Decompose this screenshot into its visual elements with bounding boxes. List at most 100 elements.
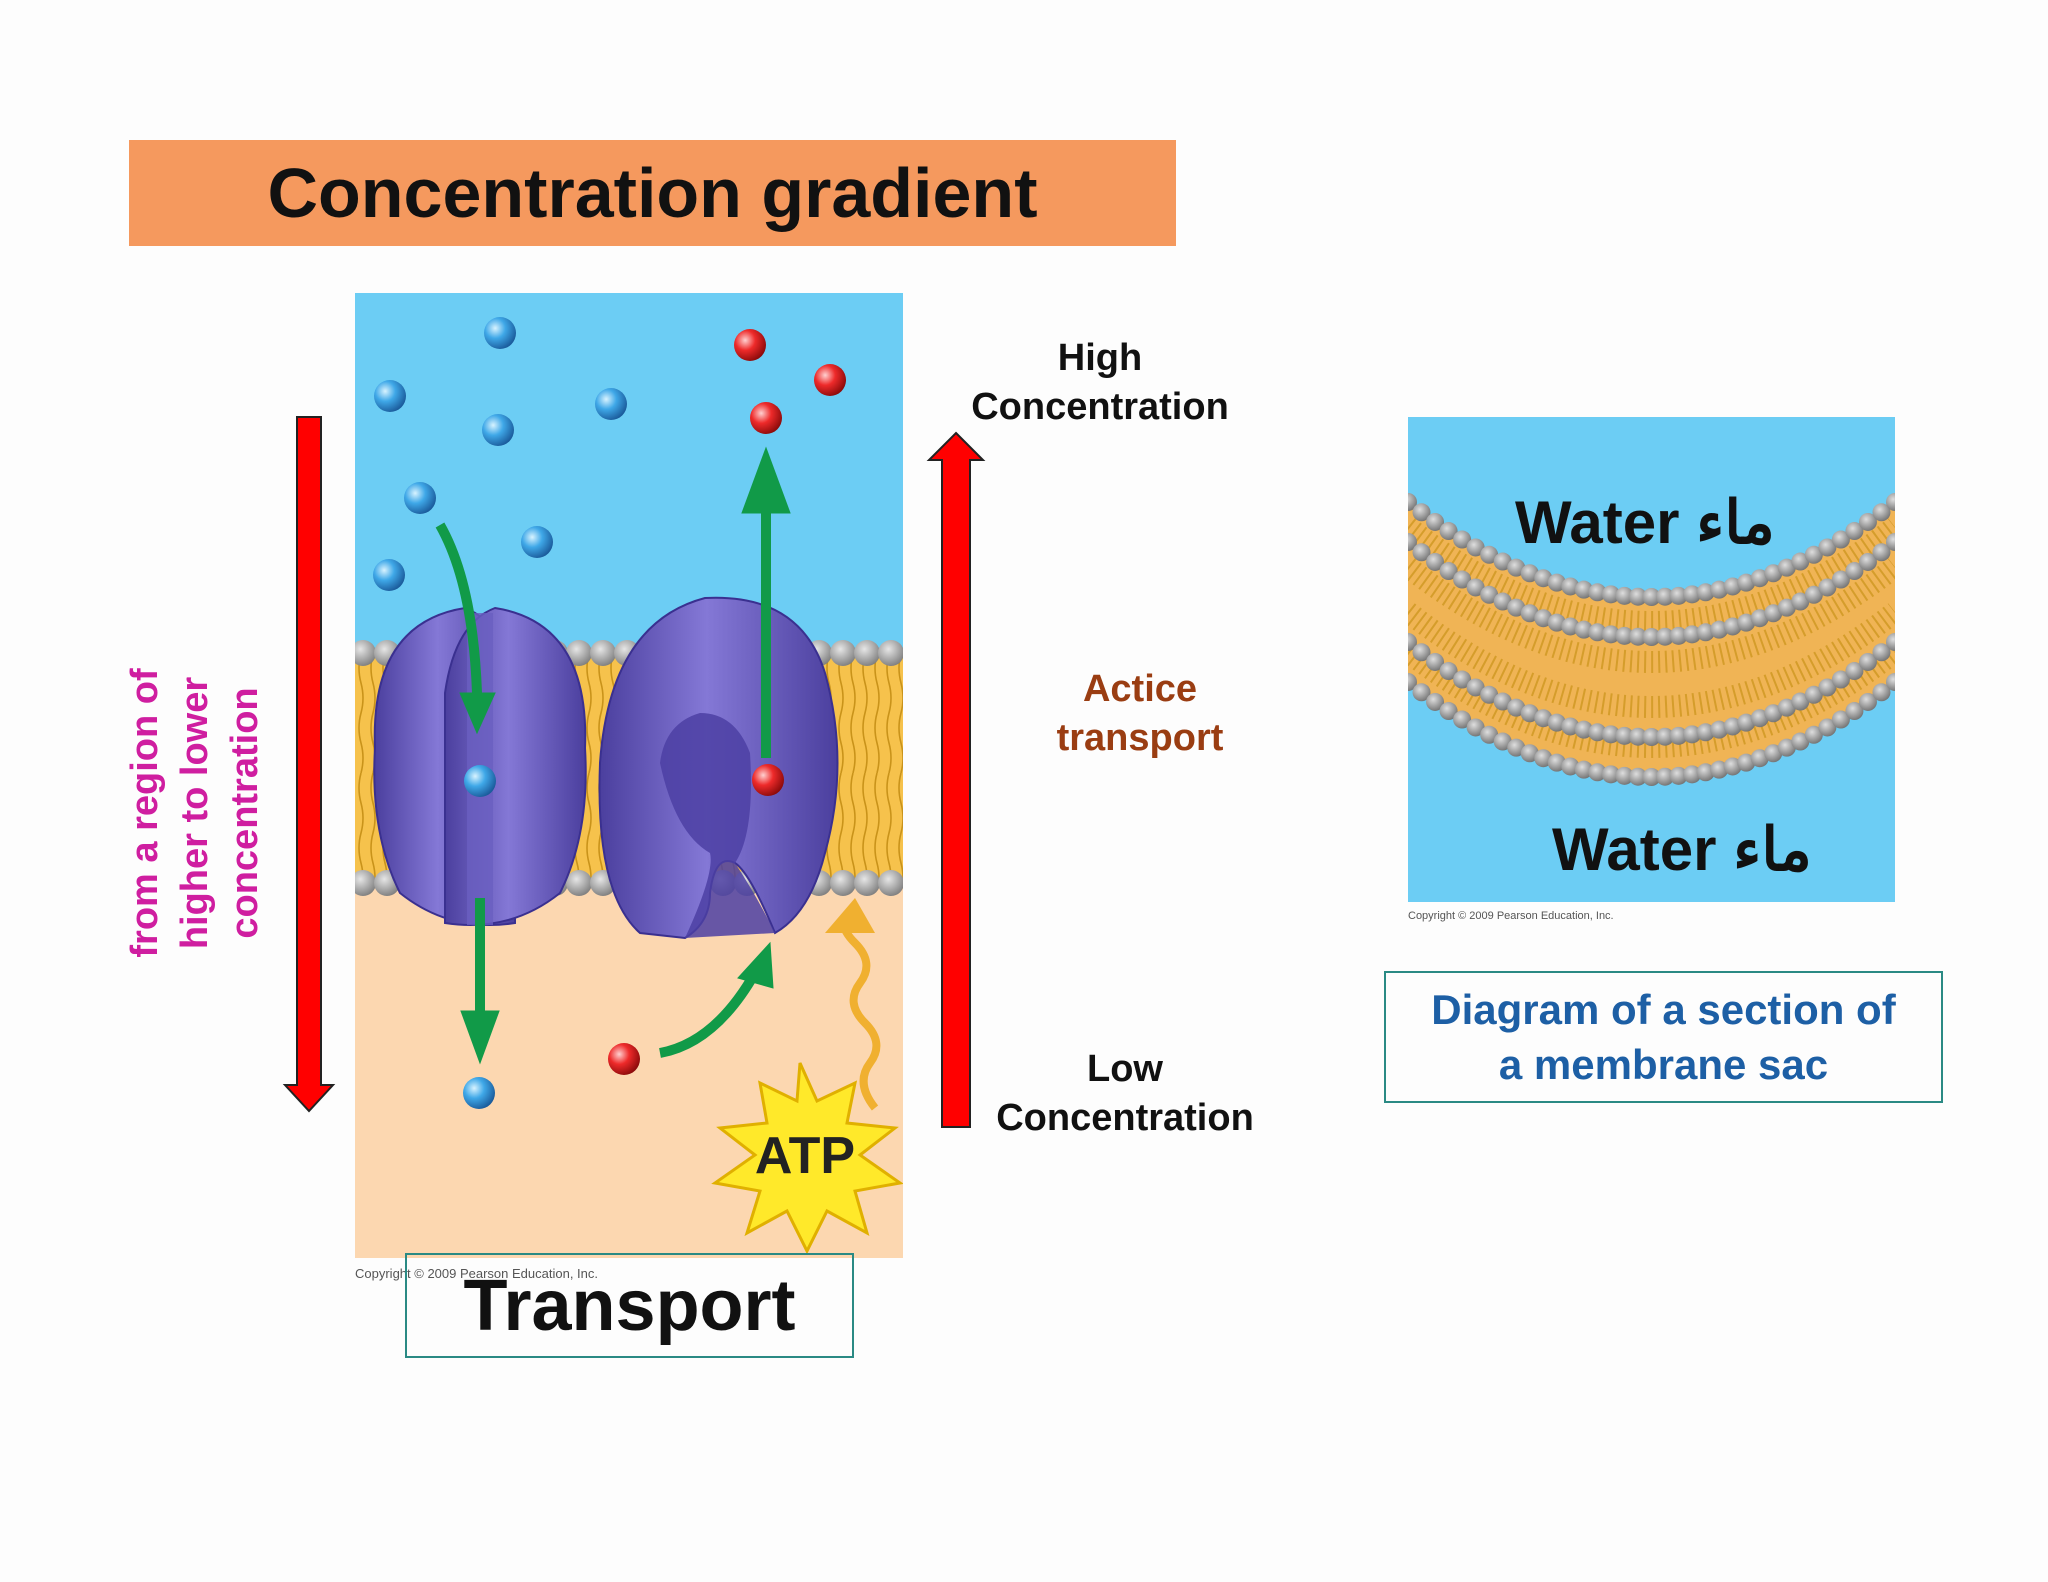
phospholipid-head bbox=[1574, 720, 1593, 739]
phospholipid-head bbox=[355, 640, 376, 666]
phospholipid-head bbox=[566, 640, 592, 666]
phospholipid-head bbox=[1547, 573, 1566, 592]
diffusion-arrows bbox=[435, 522, 500, 1065]
left-label-line-3: concentration bbox=[224, 687, 266, 939]
phospholipid-head bbox=[830, 870, 856, 896]
phospholipid-head bbox=[1534, 609, 1553, 628]
phospholipid-head bbox=[1480, 685, 1499, 704]
phospholipid-head bbox=[1480, 585, 1499, 604]
phospholipid-head bbox=[1507, 598, 1526, 617]
phospholipid-head bbox=[1750, 569, 1769, 588]
phospholipid-head bbox=[1601, 725, 1620, 744]
phospholipid-head bbox=[1818, 578, 1837, 597]
phospholipid-head bbox=[1588, 583, 1607, 602]
phospholipid-head bbox=[1710, 620, 1729, 639]
atp-starburst: ATP bbox=[711, 1062, 903, 1255]
phospholipid-head bbox=[1683, 725, 1702, 744]
phospholipid-head bbox=[1561, 717, 1580, 736]
phospholipid-head bbox=[1683, 585, 1702, 604]
phospholipid-head bbox=[1466, 538, 1485, 557]
phospholipid-head bbox=[1439, 522, 1458, 541]
phospholipid-head bbox=[1831, 530, 1850, 549]
phospholipid-head bbox=[1858, 652, 1877, 671]
title-banner: Concentration gradient bbox=[129, 140, 1176, 246]
phospholipid-head bbox=[1628, 587, 1647, 606]
phospholipid-head bbox=[1858, 552, 1877, 571]
transport-caption: Transport bbox=[463, 1265, 796, 1346]
phospholipid-head bbox=[1723, 617, 1742, 636]
phospholipid-head bbox=[1737, 613, 1756, 632]
phospholipid-head bbox=[1493, 732, 1512, 751]
phospholipid-head bbox=[1628, 627, 1647, 646]
phospholipid-head bbox=[1466, 578, 1485, 597]
phospholipid-head bbox=[1412, 643, 1431, 662]
phospholipid-head bbox=[1886, 493, 1895, 511]
phospholipid-head bbox=[878, 870, 903, 896]
phospholipid-head bbox=[1818, 538, 1837, 557]
phospholipid-head bbox=[1845, 562, 1864, 581]
phospholipid-head bbox=[1831, 710, 1850, 729]
phospholipid-head bbox=[830, 640, 856, 666]
atp-label: ATP bbox=[755, 1127, 855, 1185]
phospholipid-head bbox=[1656, 767, 1675, 786]
phospholipid-head bbox=[1858, 692, 1877, 711]
copyright-left: Copyright © 2009 Pearson Education, Inc. bbox=[355, 1266, 599, 1281]
phospholipid-head bbox=[1723, 717, 1742, 736]
phospholipid-head bbox=[1453, 670, 1472, 689]
energy-squiggle-icon bbox=[825, 898, 881, 1111]
high-concentration-label: High Concentration bbox=[971, 337, 1229, 428]
phospholipid-head bbox=[1601, 625, 1620, 644]
phospholipid-head bbox=[1818, 718, 1837, 737]
water-label-top: Water ماء bbox=[1515, 489, 1775, 556]
phospholipid-head bbox=[1818, 678, 1837, 697]
phospholipid-head bbox=[1804, 585, 1823, 604]
phospholipid-head bbox=[1588, 623, 1607, 642]
phospholipid-head bbox=[1520, 564, 1539, 583]
water-label-bottom: Water ماء bbox=[1552, 816, 1812, 883]
phospholipid-head bbox=[1737, 573, 1756, 592]
phospholipid-head bbox=[1480, 545, 1499, 564]
phospholipid-head bbox=[1656, 727, 1675, 746]
phospholipid-head bbox=[1872, 683, 1891, 702]
phospholipid-head bbox=[1601, 585, 1620, 604]
phospholipid-head bbox=[1574, 580, 1593, 599]
sac-phospholipid-heads-top bbox=[1408, 493, 1895, 646]
upward-gradient-arrow bbox=[926, 431, 986, 1128]
phospholipid-head bbox=[1534, 749, 1553, 768]
phospholipid-head bbox=[1493, 592, 1512, 611]
phospholipid-head bbox=[1656, 587, 1675, 606]
phospholipid-head bbox=[1426, 552, 1445, 571]
red-solute-molecules bbox=[608, 329, 846, 1075]
phospholipid-head bbox=[1426, 652, 1445, 671]
phospholipid-head bbox=[1764, 744, 1783, 763]
phospholipid-head bbox=[1791, 592, 1810, 611]
phospholipid-head bbox=[1412, 503, 1431, 522]
phospholipid-head bbox=[1615, 726, 1634, 745]
phospholipid-head bbox=[1845, 522, 1864, 541]
left-label-line-1: from a region of bbox=[124, 668, 166, 958]
phospholipid-head bbox=[1601, 765, 1620, 784]
phospholipid-head bbox=[1466, 718, 1485, 737]
phospholipid-head bbox=[1804, 685, 1823, 704]
phospholipid-head bbox=[1764, 604, 1783, 623]
phospholipid-head bbox=[1615, 766, 1634, 785]
phospholipid-head bbox=[1588, 763, 1607, 782]
copyright-right: Copyright © 2009 Pearson Education, Inc. bbox=[1408, 910, 1614, 922]
phospholipid-head bbox=[1656, 627, 1675, 646]
phospholipid-head bbox=[1574, 760, 1593, 779]
phospholipid-head bbox=[1520, 744, 1539, 763]
phospholipid-head bbox=[1615, 626, 1634, 645]
phospholipid-head bbox=[1858, 512, 1877, 531]
phospholipid-head bbox=[1534, 569, 1553, 588]
phospholipid-head bbox=[1628, 767, 1647, 786]
carrier-protein bbox=[598, 596, 839, 940]
phospholipid-head bbox=[355, 870, 376, 896]
phospholipid-head bbox=[1642, 628, 1661, 646]
phospholipid-head bbox=[1466, 678, 1485, 697]
left-label-line-2: higher to lower bbox=[174, 676, 216, 950]
phospholipid-head bbox=[1439, 662, 1458, 681]
phospholipid-head bbox=[1493, 552, 1512, 571]
phospholipid-head bbox=[1872, 543, 1891, 562]
active-transport-label: Actice transport bbox=[1056, 668, 1224, 759]
phospholipid-head bbox=[1574, 620, 1593, 639]
